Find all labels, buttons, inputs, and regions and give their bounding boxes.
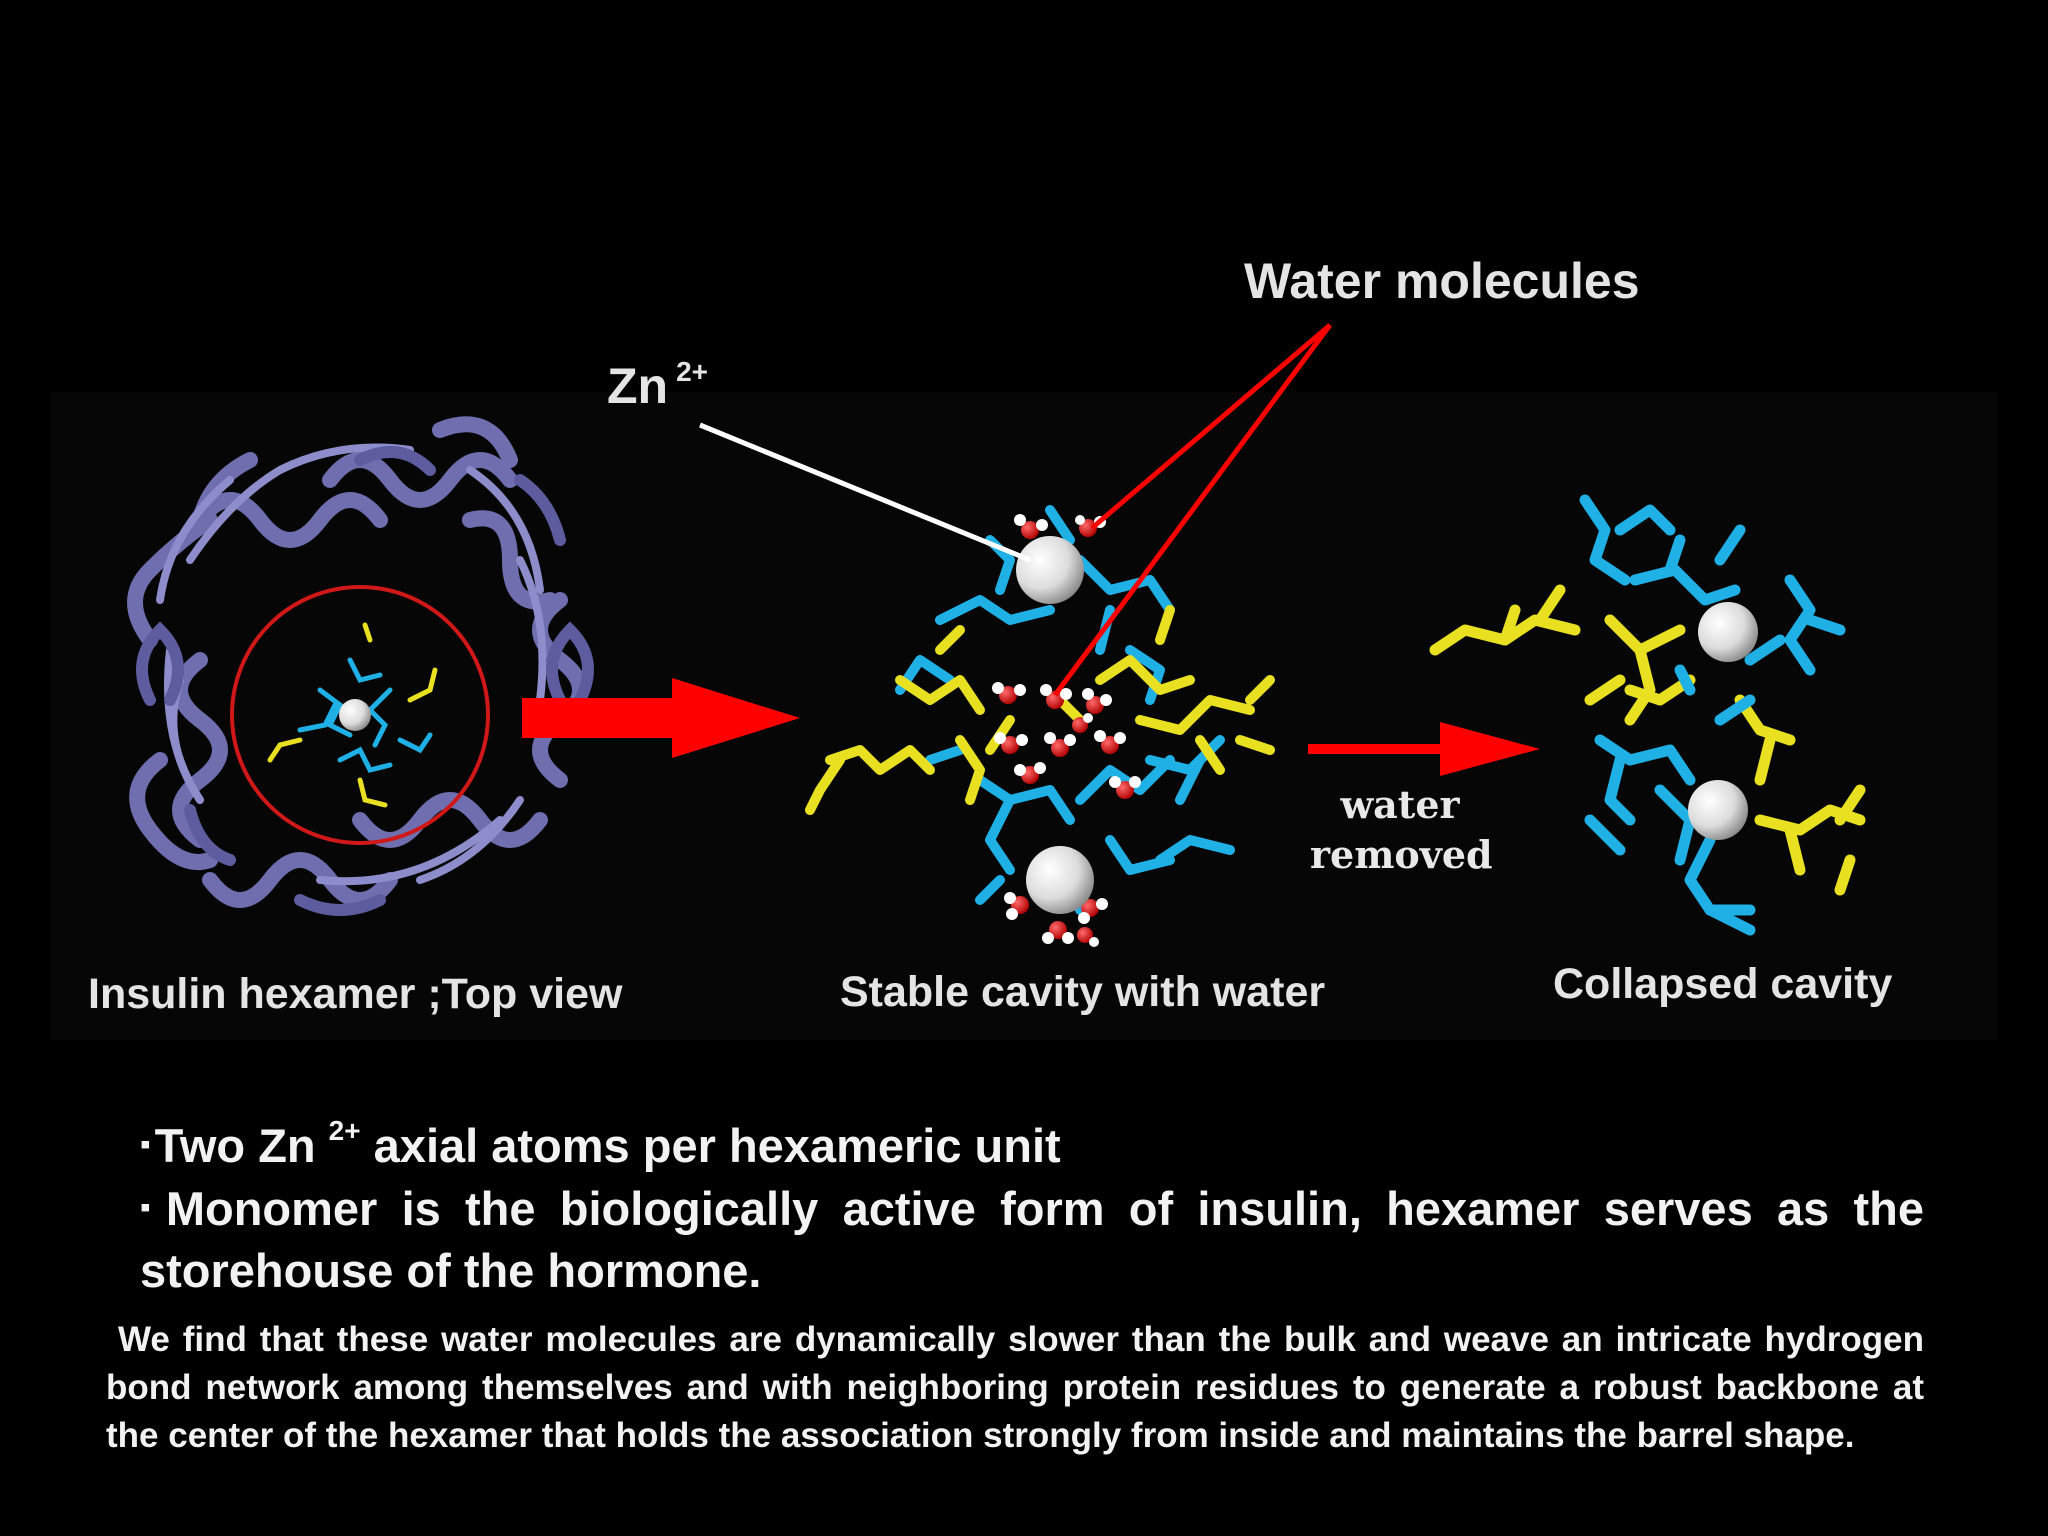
water-molecule	[1014, 514, 1048, 539]
water-molecule	[1042, 921, 1074, 944]
collapsed-zinc-atom-bottom	[1688, 780, 1748, 840]
hexamer-core-residues	[267, 622, 438, 808]
water-molecule	[1109, 776, 1141, 799]
hexamer-caption: Insulin hexamer ;Top view	[88, 970, 623, 1018]
water-removed-line-1: water	[1340, 782, 1460, 827]
collapsed-zinc-atom-top	[1698, 602, 1758, 662]
water-molecule	[1077, 927, 1099, 947]
bullet-item: ▪Two Zn 2+ axial atoms per hexameric uni…	[140, 1100, 1924, 1177]
cavity-highlight-circle	[230, 585, 490, 845]
bullet-text: Monomer is the biologically active form …	[140, 1182, 1924, 1297]
zinc-atom-bottom	[1026, 846, 1094, 914]
zinc-charge: 2+	[676, 356, 709, 387]
bullet-list: ▪Two Zn 2+ axial atoms per hexameric uni…	[140, 1100, 1924, 1302]
zinc-atom-top	[1016, 536, 1084, 604]
water-molecule	[1078, 898, 1108, 924]
collapsed-cavity-residues	[1429, 494, 1866, 936]
water-removed-arrow	[1308, 722, 1540, 776]
bullet-text-after: axial atoms per hexameric unit	[360, 1119, 1061, 1172]
insulin-hexamer-ribbon	[127, 416, 594, 916]
water-molecule	[1040, 684, 1072, 709]
stable-cavity-residues	[805, 505, 1275, 915]
summary-paragraph: We find that these water molecules are d…	[106, 1320, 1924, 1455]
transition-arrow-large	[522, 678, 800, 758]
zn-pointer-line	[699, 422, 1031, 563]
collapsed-cavity-caption: Collapsed cavity	[1553, 960, 1893, 1008]
water-pointer-line-2	[1052, 323, 1333, 697]
water-molecule	[1082, 688, 1112, 714]
water-molecule	[1044, 732, 1076, 757]
bullet-item: ▪Monomer is the biologically active form…	[140, 1177, 1924, 1302]
water-molecules-label: Water molecules	[1244, 253, 1640, 309]
stable-cavity-caption: Stable cavity with water	[840, 968, 1326, 1016]
water-molecules	[992, 514, 1141, 947]
water-molecule	[1014, 762, 1046, 784]
water-molecule	[1072, 713, 1093, 733]
water-molecule	[992, 682, 1026, 704]
bullet-superscript: 2+	[328, 1115, 361, 1146]
water-molecule	[1094, 730, 1126, 754]
water-removed-line-2: removed	[1310, 832, 1493, 877]
water-molecule	[994, 732, 1028, 754]
hexamer-zinc-atom	[339, 699, 371, 731]
bullet-text-before: Two Zn	[154, 1119, 329, 1172]
water-pointer-line-1	[1090, 323, 1332, 530]
water-removed-label: water removed	[1310, 780, 1493, 880]
bullet-mark: ▪	[140, 1128, 151, 1161]
zinc-symbol: Zn	[607, 358, 669, 414]
bullet-mark: ▪	[140, 1191, 162, 1224]
water-molecule	[1004, 892, 1029, 920]
